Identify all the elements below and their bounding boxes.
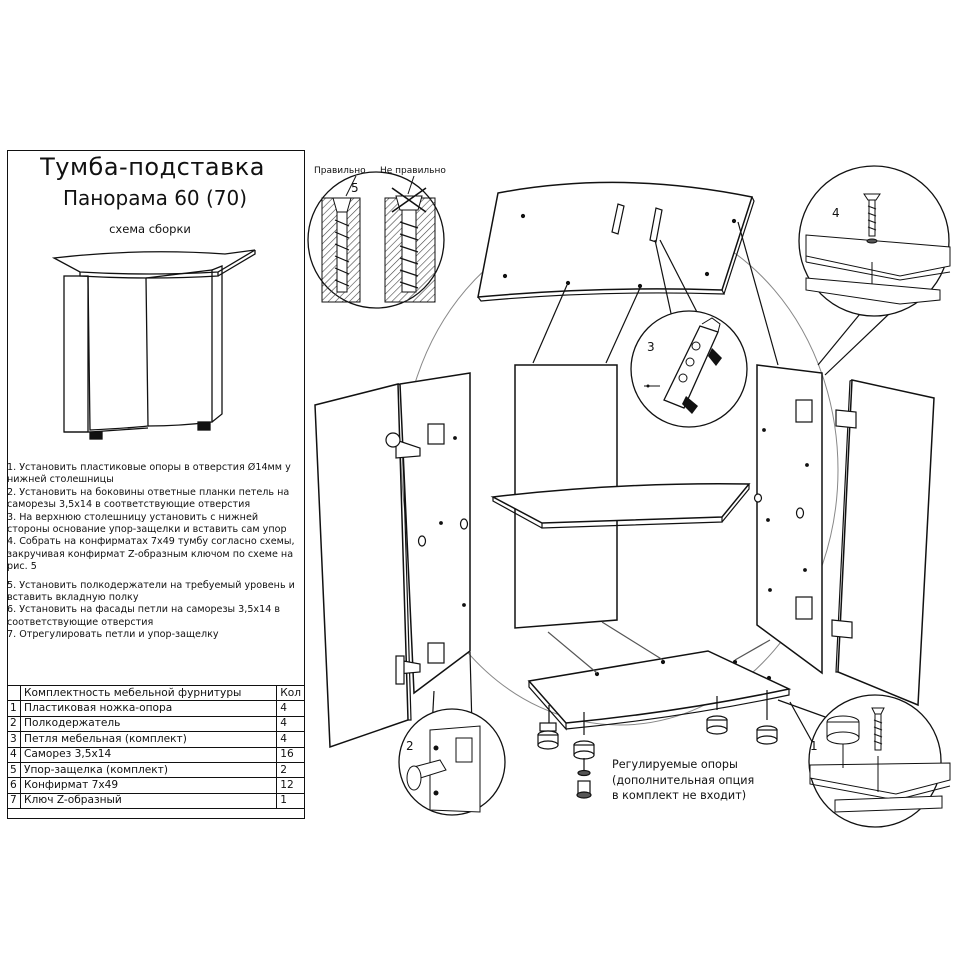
detail-number-2: 2	[406, 739, 414, 753]
instruction-line: рис. 5	[7, 561, 37, 573]
detail-number-3: 3	[647, 340, 655, 354]
instruction-line: 5. Установить полкодержатели на требуемы…	[7, 579, 295, 591]
table-row: 4 Саморез 3,5x14 16	[7, 746, 305, 763]
right-door	[831, 379, 935, 707]
instruction-line: 4. Собрать на конфирматах 7x49 тумбу сог…	[7, 536, 295, 548]
instruction-line: соответствующие отверстия	[7, 616, 154, 628]
detail-4-screw-illustration	[798, 165, 951, 317]
cabinet-preview-illustration	[51, 249, 256, 440]
bottom-panel	[527, 650, 792, 731]
detail-5-confirmat-illustration	[307, 171, 445, 309]
left-side-panel	[385, 372, 471, 695]
detail-3-latch-illustration	[630, 310, 748, 428]
instruction-line: нижней столешницы	[7, 474, 114, 486]
shelf-panel	[490, 483, 751, 529]
instruction-line: 1. Установить пластиковые опоры в отверс…	[7, 462, 291, 473]
detail-number-5: 5	[351, 181, 359, 195]
hardware-parts-table: Комплектность мебельной фурнитуры Кол 1 …	[7, 684, 305, 810]
product-title: Тумба-подставка	[40, 153, 265, 181]
instruction-line: стороны основание упор-защелки и вставит…	[7, 524, 287, 536]
table-row: 1 Пластиковая ножка-опора 4	[7, 700, 305, 717]
table-header-qty: Кол	[276, 684, 305, 702]
instruction-line: 6. Установить на фасады петли на саморез…	[7, 604, 281, 616]
part-qty: 1	[276, 792, 305, 810]
label-correct: Правильно	[314, 166, 366, 176]
left-door	[314, 383, 412, 749]
plastic-feet	[537, 690, 778, 799]
product-model: Панорама 60 (70)	[62, 186, 248, 210]
part-name: Полкодержатель	[19, 715, 278, 733]
table-header-name: Комплектность мебельной фурнитуры	[19, 684, 278, 702]
detail-1-foot-illustration	[808, 694, 951, 828]
note-line: (дополнительная опция	[612, 773, 755, 787]
instruction-line: 3. На верхнюю столешницу установить с ни…	[7, 511, 259, 523]
instruction-line: вставить вкладную полку	[7, 592, 139, 604]
detail-number-1: 1	[810, 739, 818, 753]
info-panel-frame	[7, 150, 305, 819]
label-incorrect: Не правильно	[380, 166, 446, 176]
table-row: 2 Полкодержатель 4	[7, 715, 305, 733]
note-line: в комплект не входит)	[612, 789, 747, 802]
table-row: 7 Ключ Z-образный 1	[7, 792, 305, 810]
instruction-line: 2. Установить на боковины ответные планк…	[7, 486, 290, 498]
part-name: Ключ Z-образный	[19, 792, 278, 810]
top-panel	[477, 181, 755, 302]
instruction-line: закручивая конфирмат Z-образным ключом п…	[7, 548, 294, 560]
instruction-line: саморезы 3,5x14 в соответствующие отверс…	[7, 499, 251, 511]
adjustable-feet-note: Регулируемые опоры (дополнительная опция…	[612, 757, 780, 804]
instruction-line: 7. Отрегулировать петли и упор-защелку	[7, 629, 219, 641]
part-name: Пластиковая ножка-опора	[19, 700, 278, 717]
detail-2-hinge-illustration	[398, 708, 506, 816]
assembly-instructions: 1. Установить пластиковые опоры в отверс…	[7, 462, 303, 642]
detail-number-4: 4	[832, 206, 840, 220]
scheme-subtitle: схема сборки	[109, 222, 191, 236]
part-name: Саморез 3,5x14	[19, 746, 278, 763]
right-side-panel	[753, 364, 823, 675]
note-line: Регулируемые опоры	[612, 758, 738, 771]
table-header-row: Комплектность мебельной фурнитуры Кол	[7, 684, 305, 702]
